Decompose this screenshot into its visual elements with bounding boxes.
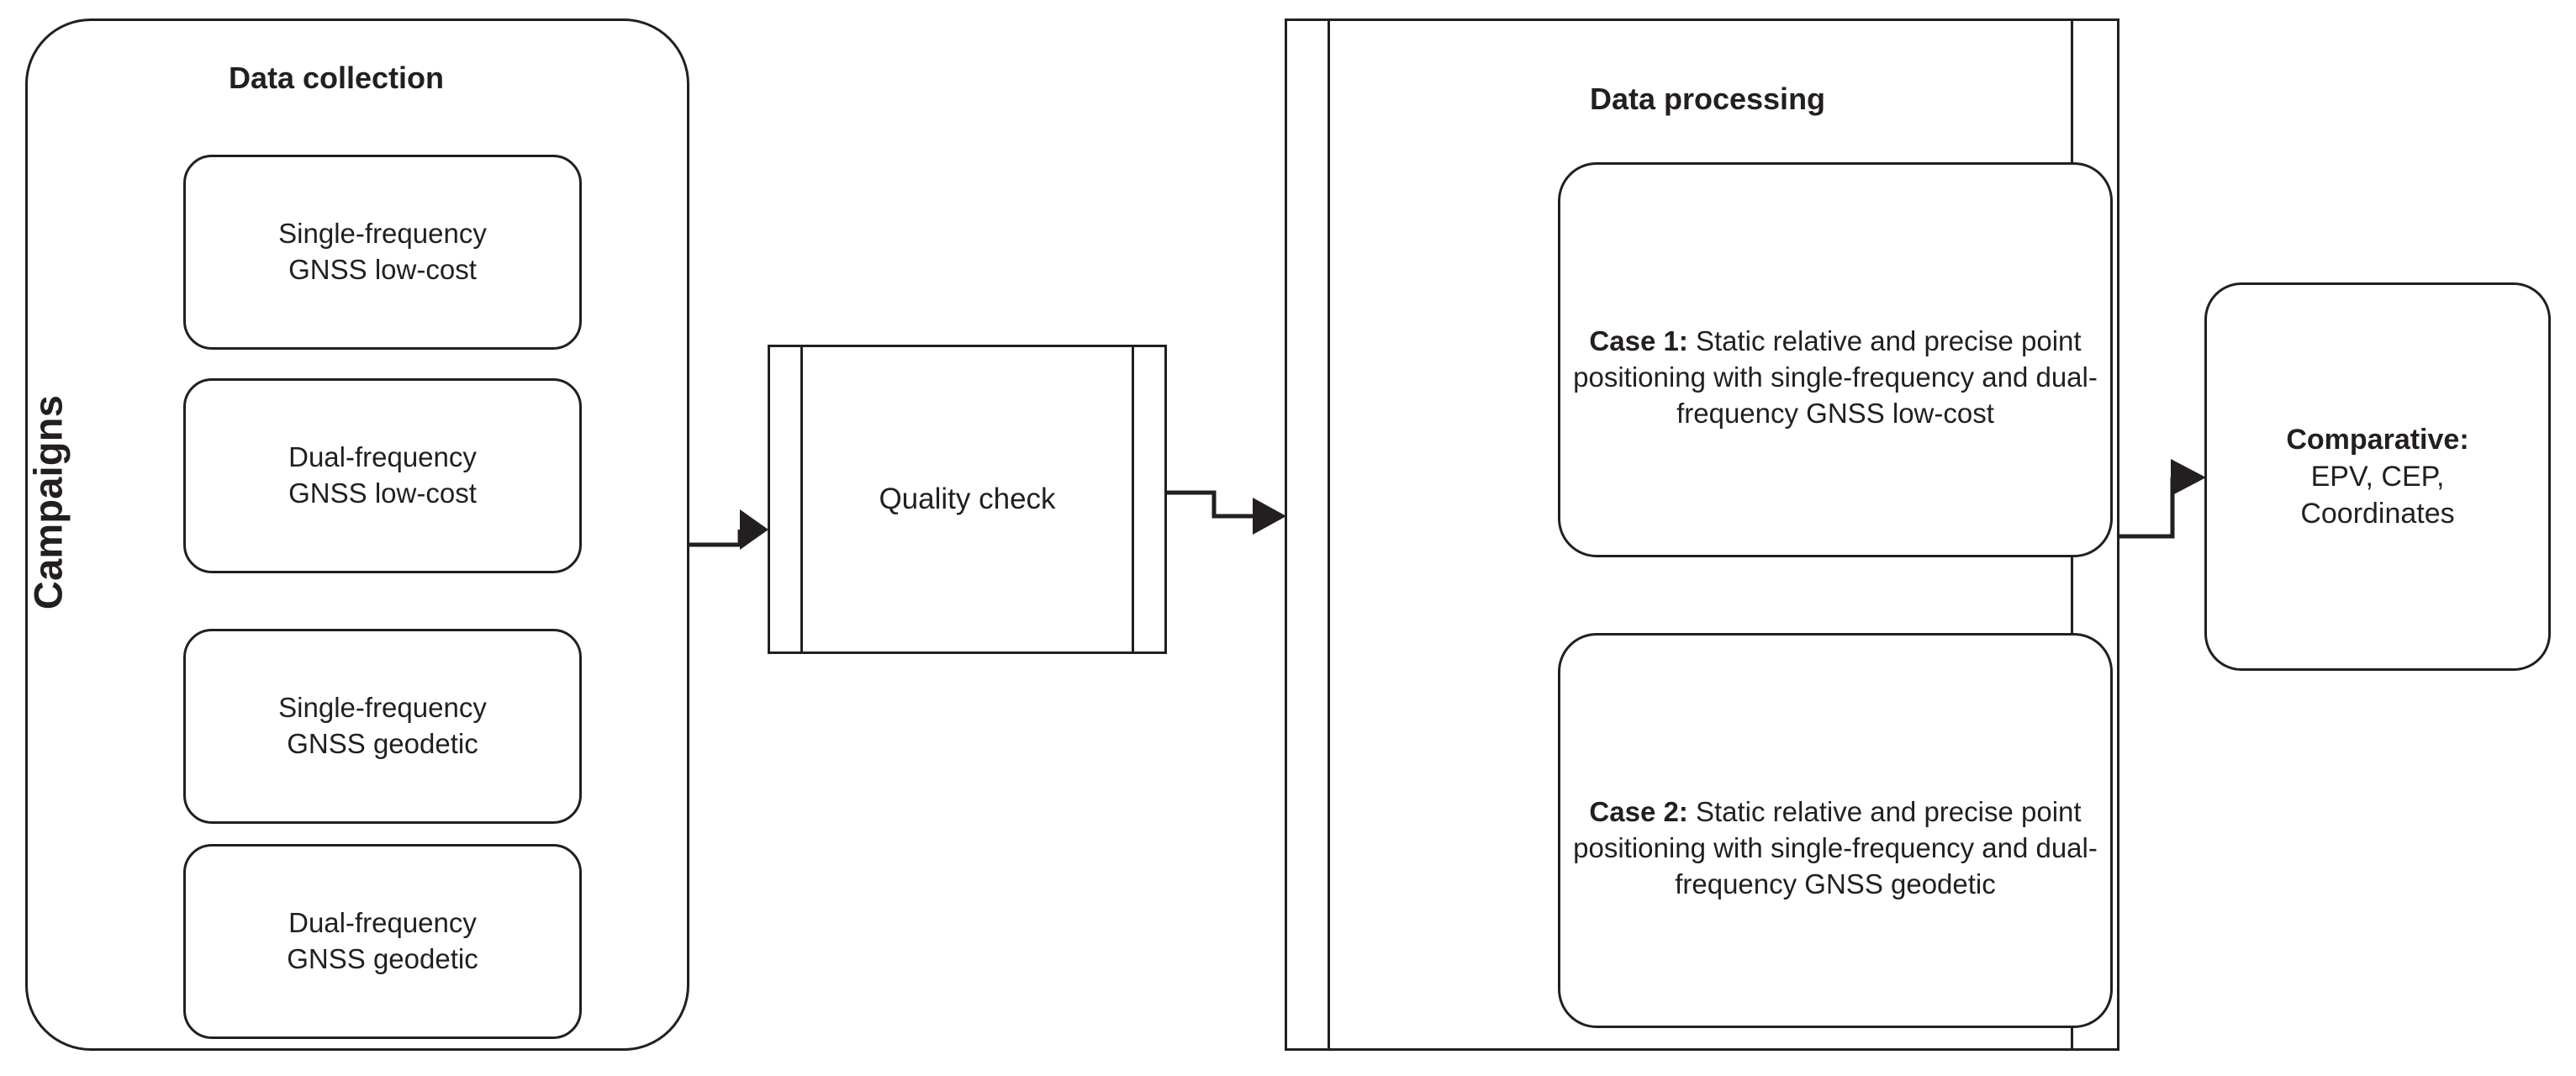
collection-item-single-frequency-geodetic[interactable]: Single-frequency GNSS geodetic (183, 629, 582, 824)
connector-quality-check-to-data-processing (1165, 467, 1300, 560)
predefined-process-left-bar (800, 347, 803, 651)
collection-item-label: Dual-frequency GNSS geodetic (287, 907, 478, 974)
connector-campaigns-to-quality-check (688, 504, 780, 563)
case-2-node[interactable]: Case 2: Static relative and precise poin… (1558, 633, 2113, 1028)
collection-item-label: Single-frequency GNSS geodetic (278, 692, 487, 759)
collection-item-label: Dual-frequency GNSS low-cost (288, 441, 477, 509)
comparative-label: Comparative: EPV, CEP, Coordinates (2286, 421, 2468, 533)
connector-data-processing-to-comparative (2117, 437, 2243, 555)
case-2-label: Case 2: Static relative and precise poin… (1560, 758, 2110, 903)
data-processing-title: Data processing (1589, 82, 1826, 116)
data-processing-container: Data processing Case 1: Static relative … (1285, 18, 2119, 1051)
case-1-label: Case 1: Static relative and precise poin… (1560, 287, 2110, 432)
collection-item-label: Single-frequency GNSS low-cost (278, 218, 487, 285)
comparative-bold-title: Comparative: (2286, 423, 2469, 456)
data-collection-title: Data collection (228, 61, 445, 95)
comparative-body: EPV, CEP, Coordinates (2300, 460, 2455, 530)
collection-item-dual-frequency-low-cost[interactable]: Dual-frequency GNSS low-cost (183, 378, 582, 573)
case-2-text: Static relative and precise point positi… (1573, 796, 2098, 899)
case-1-text: Static relative and precise point positi… (1573, 325, 2098, 429)
predefined-process-left-bar (1328, 21, 1330, 1048)
comparative-node[interactable]: Comparative: EPV, CEP, Coordinates (2204, 282, 2551, 671)
case-2-bold-prefix: Case 2: (1589, 796, 1688, 828)
quality-check-node[interactable]: Quality check (768, 345, 1167, 654)
quality-check-label: Quality check (879, 483, 1056, 516)
case-1-node[interactable]: Case 1: Static relative and precise poin… (1558, 162, 2113, 557)
predefined-process-right-bar (1132, 347, 1134, 651)
collection-item-dual-frequency-geodetic[interactable]: Dual-frequency GNSS geodetic (183, 844, 582, 1039)
campaigns-side-label: Campaigns (25, 394, 71, 610)
case-1-bold-prefix: Case 1: (1589, 325, 1688, 357)
collection-item-single-frequency-low-cost[interactable]: Single-frequency GNSS low-cost (183, 155, 582, 350)
